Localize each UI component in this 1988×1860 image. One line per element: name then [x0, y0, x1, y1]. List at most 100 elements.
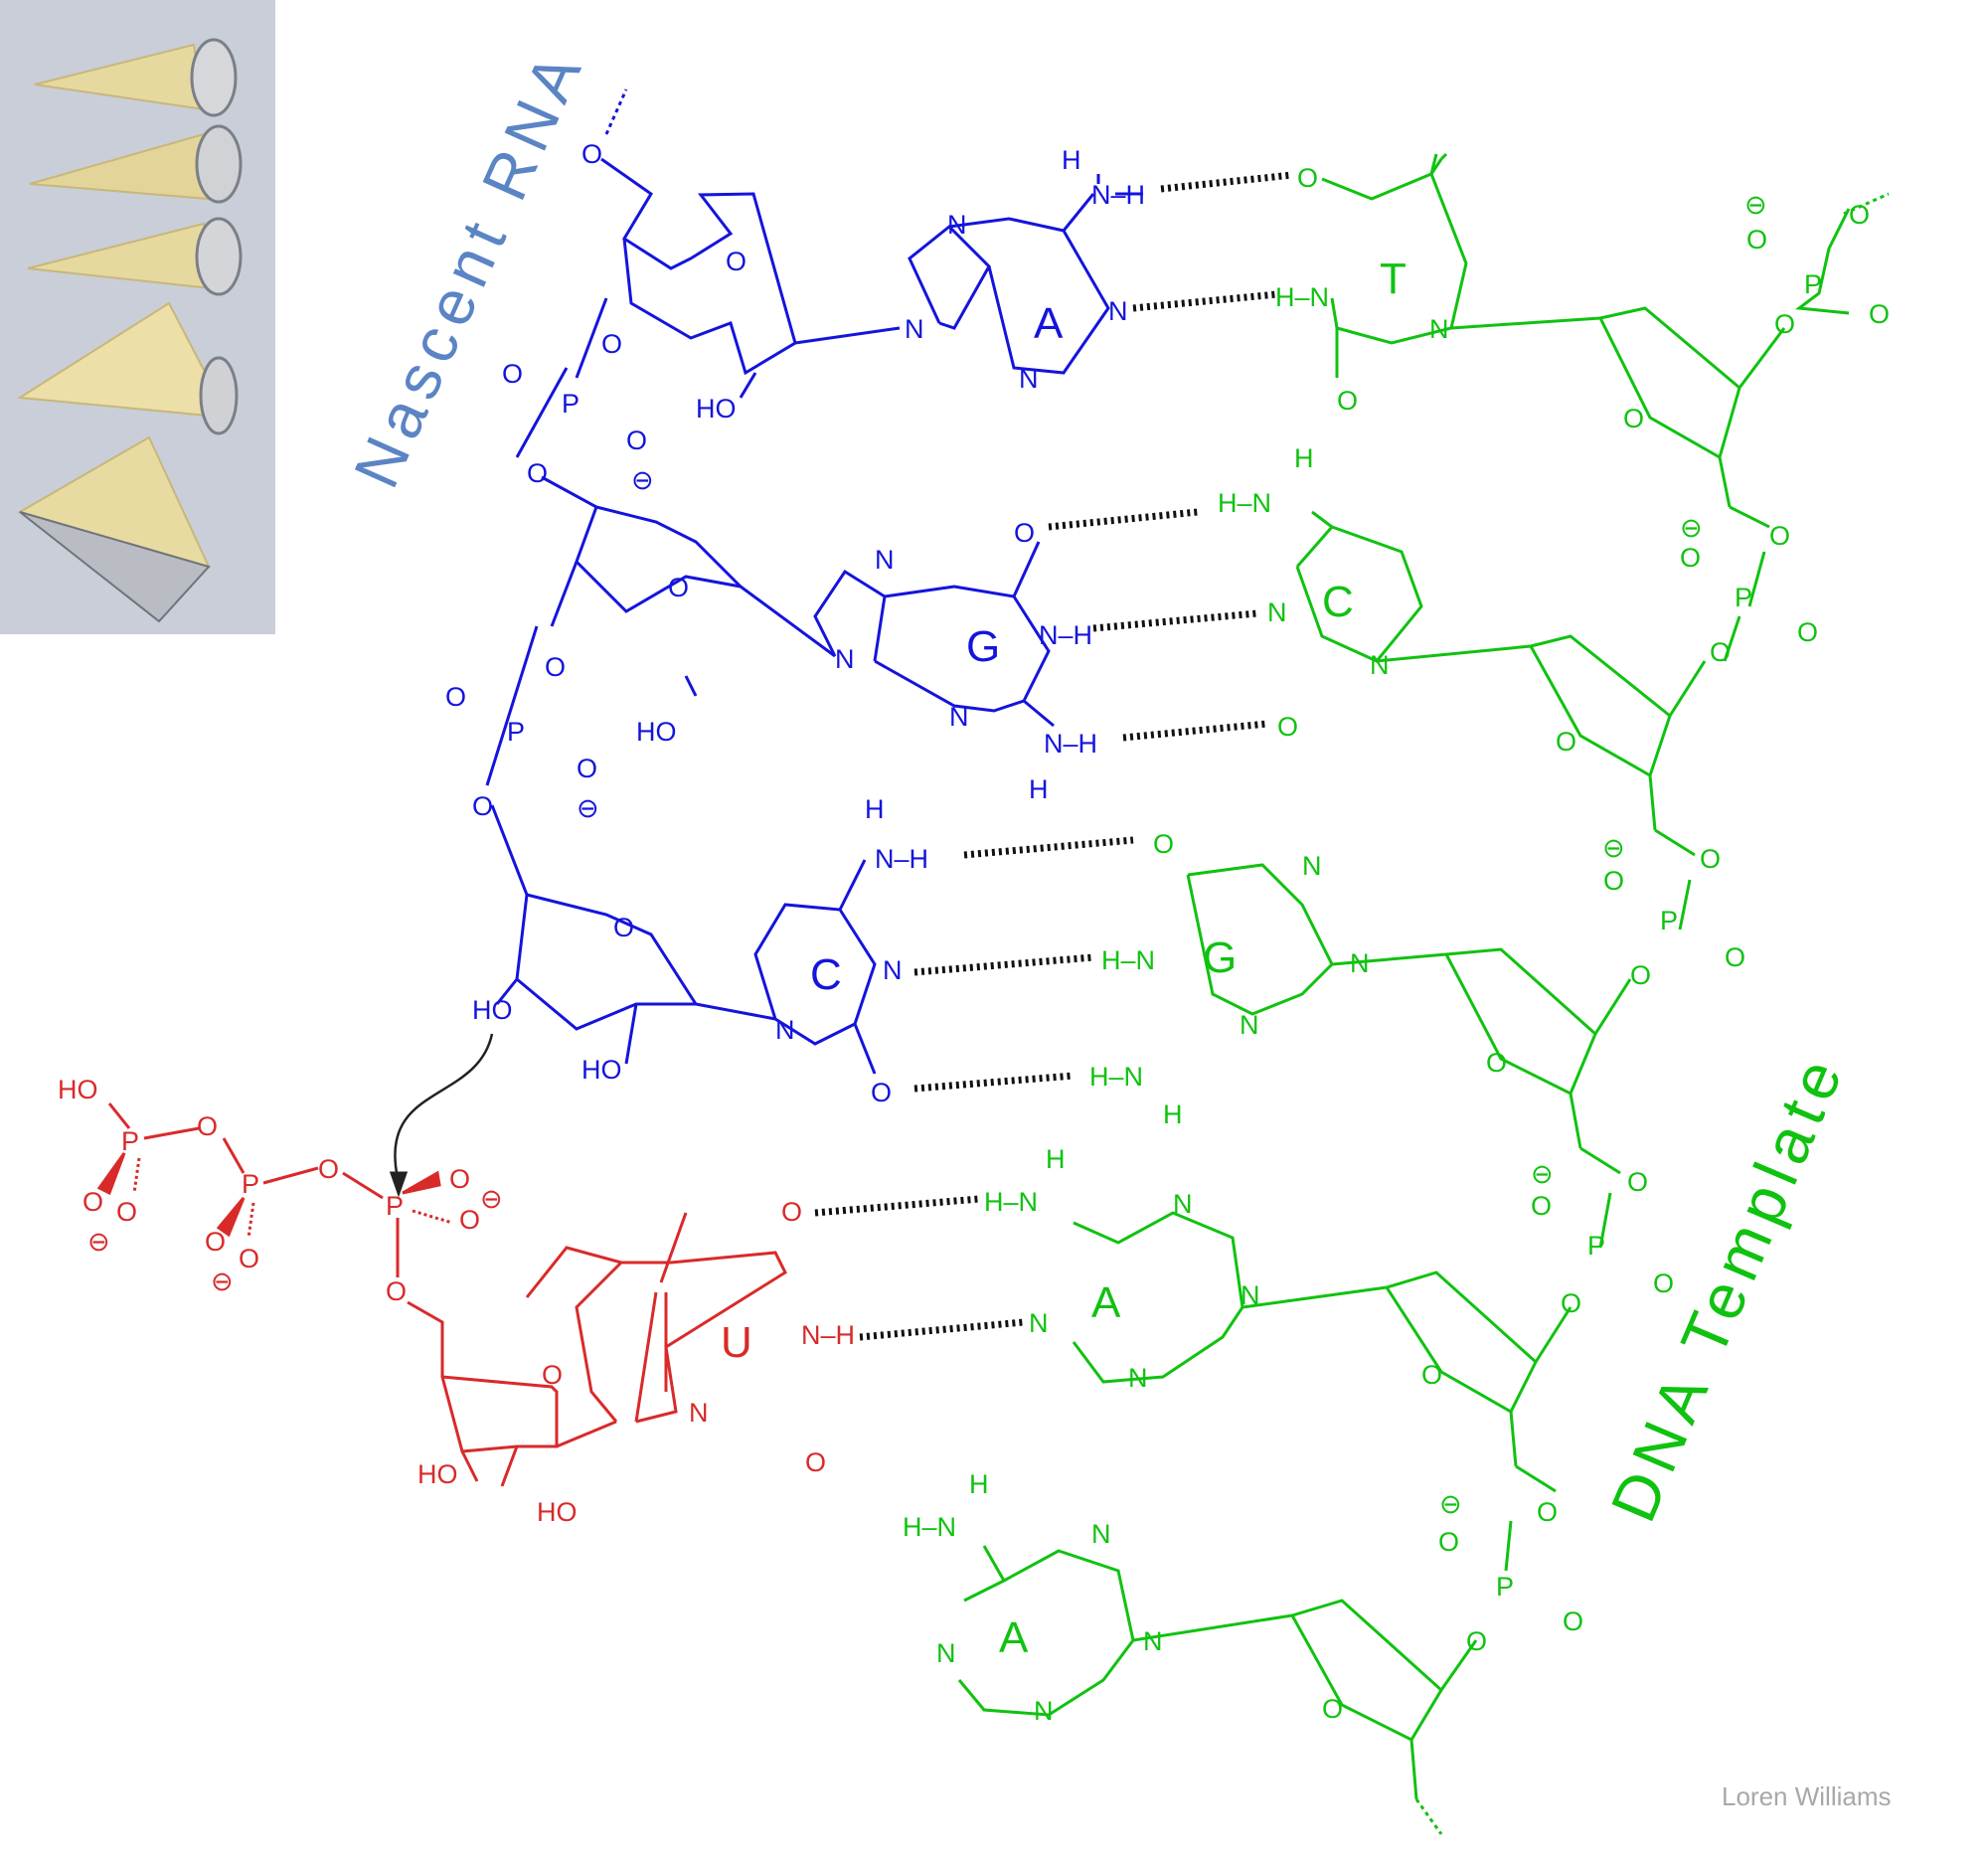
rna-nucleotide-g: [485, 475, 1055, 786]
rna-o5: O: [581, 139, 602, 169]
rna-p-2: P: [507, 717, 525, 747]
pastry-cone-5: [17, 435, 211, 623]
utp-base-u: U: [721, 1318, 752, 1367]
dna-po1-3: O: [1603, 866, 1624, 896]
dna-ring-o2: O: [1556, 727, 1576, 757]
dna-o3-3: O: [1630, 960, 1651, 990]
pastry-cones-photo: [0, 0, 275, 634]
rna-ho3-attack: HO: [472, 995, 513, 1025]
utp-og2: O: [116, 1197, 137, 1227]
dna-po1-4: O: [1531, 1191, 1552, 1221]
rna-c-o2: O: [871, 1078, 892, 1107]
utp-o4: O: [781, 1197, 802, 1227]
pastry-cone-2: [29, 124, 243, 204]
pastry-cone-4: [16, 301, 239, 435]
rna-a-n9: N: [905, 314, 924, 344]
utp-p-beta: P: [242, 1169, 259, 1199]
utp-charge-a: ⊖: [480, 1184, 503, 1214]
dna-g-hn1: H–N: [1101, 945, 1155, 975]
dna-g-n7: N: [1302, 851, 1322, 881]
rna-o3-2: O: [545, 652, 566, 682]
dna-a-hn: H–N: [984, 1187, 1038, 1217]
hbond-g-c-3: [1122, 720, 1268, 742]
rna-g-nh2: N–H: [1044, 729, 1097, 759]
rna-ho-2: HO: [636, 717, 677, 747]
dna-g-o6: O: [1153, 829, 1174, 859]
dna-a-n7: N: [1173, 1189, 1193, 1219]
utp-p-gamma: P: [121, 1126, 139, 1156]
dna-o5-1: O: [1849, 200, 1870, 230]
dna-a2-nh-h: H: [969, 1469, 989, 1499]
dna-p-1: P: [1804, 269, 1822, 299]
dna-po2-3: O: [1725, 942, 1745, 972]
rna-a-nh: N–H: [1091, 180, 1145, 210]
dna-a2-n7: N: [1091, 1519, 1111, 1549]
dna-base-t: T: [1380, 254, 1407, 303]
utp-ob1: O: [205, 1227, 226, 1257]
rna-atom-labels: O O O HO P O O O ⊖ O O HO P O O O ⊖ O HO…: [445, 139, 1145, 1107]
pastry-cone-3: [27, 217, 243, 296]
rna-g-n7: N: [875, 545, 895, 575]
dna-g-n9: N: [1350, 948, 1370, 978]
dna-po2-2: O: [1797, 617, 1818, 647]
utp-n3h: N–H: [801, 1320, 855, 1350]
rna-base-c: C: [810, 950, 842, 999]
rna-c-nh-h: H: [865, 794, 885, 824]
rna-charge-2: ⊖: [577, 793, 599, 823]
rna-p-1: P: [562, 389, 580, 419]
rna-o3-1: O: [601, 329, 622, 359]
rna-a-n7: N: [947, 210, 967, 240]
dna-c-n3: N: [1267, 597, 1287, 627]
dna-o5-3: O: [1700, 844, 1721, 874]
dna-g-hn2: H–N: [1089, 1062, 1143, 1092]
rna-ho-1: HO: [696, 394, 737, 423]
utp-o-bridge2: O: [318, 1154, 339, 1184]
dna-o3-2: O: [1710, 637, 1731, 667]
rna-charge-1: ⊖: [631, 465, 654, 495]
rna-a-nh-h: H: [1062, 145, 1081, 175]
dna-g-hn2-h: H: [1163, 1099, 1183, 1129]
utp-o5: O: [386, 1276, 407, 1306]
rna-po1-1: O: [502, 359, 523, 389]
incoming-utp: [96, 1102, 787, 1487]
hbond-c-g-1: [963, 836, 1134, 859]
hbond-c-g-2: [913, 953, 1094, 976]
rna-title: Nascent RNA: [340, 37, 597, 498]
hbond-a-t-2: [1132, 290, 1278, 312]
hbond-g-c-1: [1048, 508, 1199, 531]
dna-ring-o3: O: [1486, 1048, 1507, 1078]
rna-c-n3: N: [883, 955, 903, 985]
dna-ring-o4: O: [1421, 1360, 1442, 1390]
dna-charge-5: ⊖: [1439, 1489, 1462, 1519]
utp-oa2: O: [459, 1205, 480, 1235]
dna-a2-n9: N: [1143, 1626, 1163, 1656]
rna-a-n1: N: [1108, 296, 1128, 326]
dna-o3-4: O: [1561, 1288, 1581, 1318]
rna-a-n3: N: [1019, 364, 1039, 394]
utp-ring-o: O: [542, 1360, 563, 1390]
dna-t-n3h: H–N: [1275, 282, 1329, 312]
dna-g-n3: N: [1240, 1010, 1259, 1040]
pastry-cone-1: [34, 38, 238, 117]
rna-g-n3: N: [949, 702, 969, 732]
dna-a2-hn: H–N: [903, 1512, 956, 1542]
dna-p-2: P: [1735, 583, 1752, 612]
utp-ho-pg: HO: [58, 1075, 98, 1104]
dna-p-5: P: [1496, 1572, 1514, 1602]
utp-charge-b: ⊖: [211, 1267, 234, 1296]
dna-t-o2: O: [1337, 386, 1358, 416]
dna-t-o4: O: [1297, 163, 1318, 193]
rna-c-nh: N–H: [875, 844, 928, 874]
rna-nucleotide-a: [515, 88, 1143, 458]
hbond-a-t-1: [1160, 171, 1293, 193]
dna-po2-1: O: [1869, 299, 1890, 329]
dna-o5-2: O: [1769, 521, 1790, 551]
rna-g-n1h: N–H: [1039, 620, 1092, 650]
rna-base-g: G: [966, 622, 1000, 671]
dna-p-3: P: [1660, 906, 1678, 935]
hbond-g-c-2: [1092, 609, 1258, 632]
rna-ho-3: HO: [581, 1055, 622, 1085]
dna-po2-5: O: [1563, 1606, 1583, 1636]
dna-charge-3: ⊖: [1602, 833, 1625, 863]
